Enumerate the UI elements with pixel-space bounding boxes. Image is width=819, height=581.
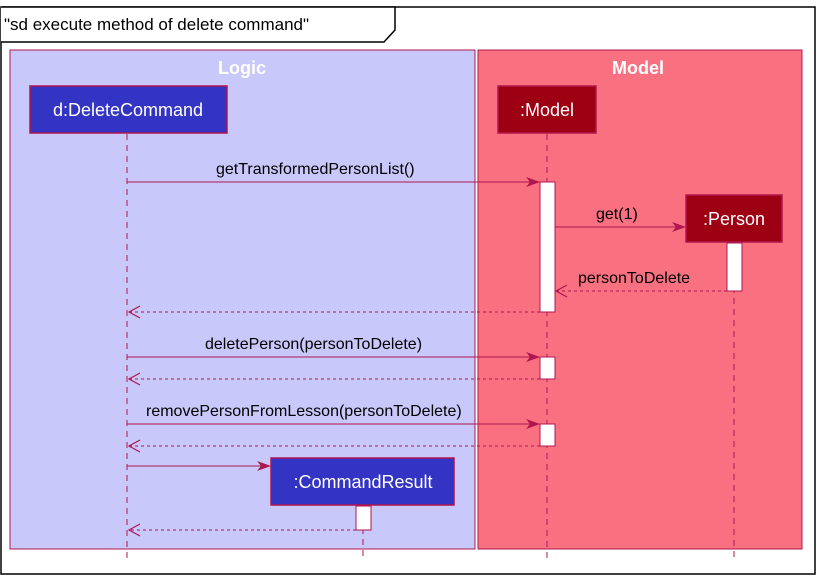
message-get-transformed-person-list-label: getTransformedPersonList() [216, 161, 415, 178]
activation-command-result [355, 505, 372, 531]
return-person-to-delete-label: personToDelete [578, 270, 690, 287]
participant-person [685, 194, 783, 243]
return-to-delete-command-4-arrowhead [127, 523, 141, 537]
activation-model-1 [539, 181, 556, 313]
message-get-one-label: get(1) [596, 206, 638, 223]
participant-delete-command-label: d:DeleteCommand [53, 100, 203, 120]
participant-command-result-label: :CommandResult [293, 472, 432, 492]
participant-command-result [270, 457, 455, 506]
frame-title: "sd execute method of delete command" [4, 15, 309, 34]
return-person-to-delete-arrowhead [554, 284, 568, 298]
return-to-delete-command-3-arrowhead [127, 439, 141, 453]
participant-model [497, 85, 597, 134]
logic-box-label: Logic [218, 58, 266, 78]
message-remove-person-from-lesson-label: removePersonFromLesson(personToDelete) [146, 403, 462, 420]
return-to-delete-command-2-arrowhead [127, 372, 141, 386]
participant-person-label: :Person [703, 209, 765, 229]
participant-model-label: :Model [520, 100, 574, 120]
participant-delete-command [29, 85, 228, 134]
return-to-delete-command-1-arrowhead [127, 305, 141, 319]
frame-title-tab [1, 6, 396, 43]
activation-model-2 [539, 356, 556, 380]
model-box-label: Model [612, 58, 664, 78]
activation-person [726, 242, 743, 292]
message-delete-person-label: deletePerson(personToDelete) [205, 336, 422, 353]
activation-model-3 [539, 423, 556, 447]
